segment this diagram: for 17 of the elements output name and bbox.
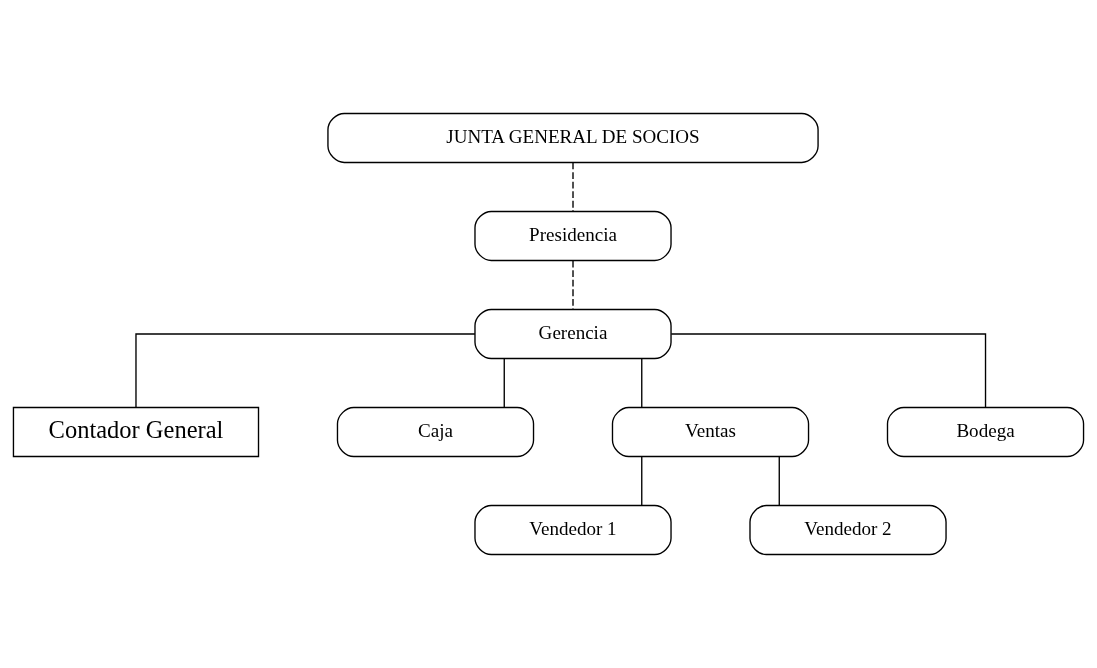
connector [670, 333, 987, 408]
node-box: Ventas [611, 406, 810, 458]
connector [778, 456, 780, 506]
node-box: Contador General [12, 406, 260, 458]
node-box: Presidencia [474, 210, 672, 262]
node-box: JUNTA GENERAL DE SOCIOS [327, 112, 819, 164]
connector [572, 260, 574, 310]
node-box: Vendedor 1 [474, 504, 672, 556]
connector [572, 162, 574, 212]
node-box: Gerencia [474, 308, 672, 360]
connector [503, 358, 505, 408]
node-box: Bodega [886, 406, 1085, 458]
node-box: Vendedor 2 [749, 504, 947, 556]
connector [641, 358, 643, 408]
node-box: Caja [336, 406, 535, 458]
connector [135, 333, 476, 408]
connector [641, 456, 643, 506]
